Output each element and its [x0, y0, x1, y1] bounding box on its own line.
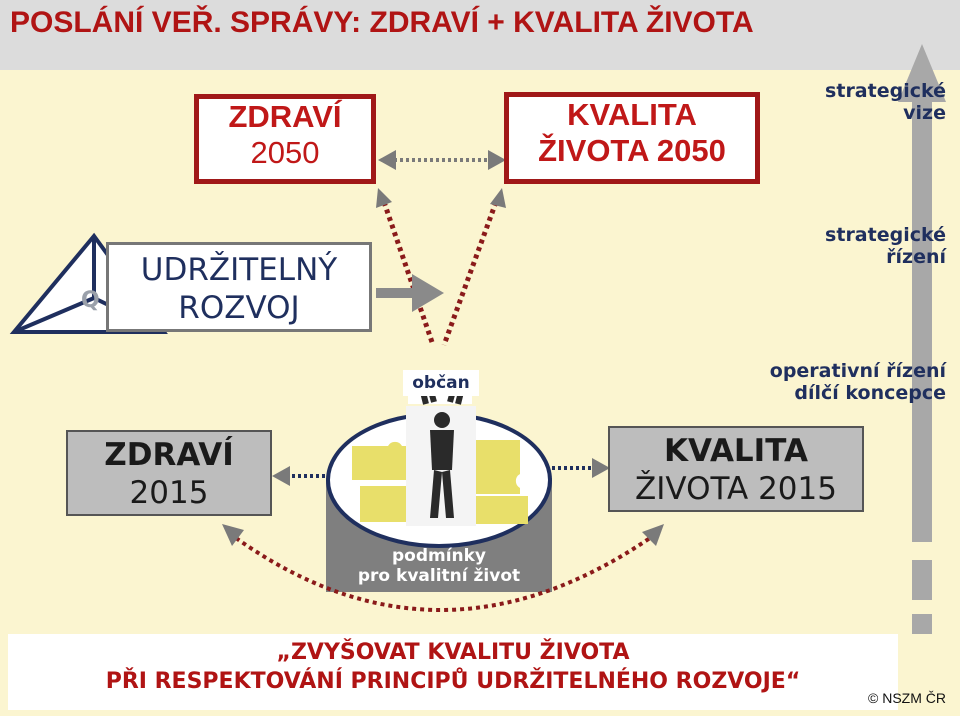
- citizen-figure: [406, 374, 476, 526]
- label-strategic-vision-line1: strategické: [825, 80, 946, 102]
- box-quality-2050-line2: ŽIVOTA 2050: [509, 133, 755, 169]
- label-strategic-management: strategické řízení: [760, 224, 946, 268]
- title-bar: [0, 0, 960, 70]
- box-health-2050-line1: ZDRAVÍ: [228, 99, 342, 134]
- label-strategic-vision: strategické vize: [760, 80, 946, 124]
- label-strategic-management-line1: strategické: [825, 224, 946, 246]
- label-operative: operativní řízení dílčí koncepce: [700, 360, 946, 404]
- label-operative-line1: operativní řízení: [769, 360, 946, 382]
- box-quality-2015-line1: KVALITA: [664, 433, 808, 469]
- conditions-line1: podmínky: [391, 546, 487, 566]
- feedback-curve: [222, 524, 664, 612]
- motto-line1: „ZVYŠOVAT KVALITU ŽIVOTA: [276, 640, 630, 665]
- citizen-link-lines: [376, 188, 506, 346]
- logo-letter: Q: [81, 288, 100, 313]
- box-quality-2015: KVALITA ŽIVOTA 2015: [608, 426, 864, 512]
- box-health-2015-line2: 2015: [129, 475, 209, 511]
- box-quality-2050-line1: KVALITA: [567, 97, 697, 132]
- motto-line2: PŘI RESPEKTOVÁNÍ PRINCIPŮ UDRŽITELNÉHO R…: [105, 669, 801, 694]
- box-health-2050: ZDRAVÍ 2050: [194, 94, 376, 184]
- label-strategic-vision-line2: vize: [903, 102, 946, 124]
- citizen-label: občan: [403, 370, 479, 396]
- label-strategic-management-line2: řízení: [886, 246, 946, 268]
- box-health-2015-line1: ZDRAVÍ: [104, 437, 234, 473]
- box-health-2015: ZDRAVÍ 2015: [66, 430, 272, 516]
- box-sustainable-line1: UDRŽITELNÝ: [140, 252, 338, 288]
- box-quality-2015-line2: ŽIVOTA 2015: [635, 471, 837, 507]
- box-quality-2050: KVALITA ŽIVOTA 2050: [504, 92, 760, 184]
- box-sustainable-development: UDRŽITELNÝ ROZVOJ: [106, 242, 372, 332]
- conditions-label: podmínky pro kvalitní život: [326, 546, 552, 586]
- sustainable-arrow: [376, 274, 444, 312]
- box-quality-2050-line2-text: ŽIVOTA 2050: [538, 133, 726, 168]
- link-arrow-2050: [378, 150, 506, 170]
- link-arrow-2015: [272, 458, 610, 486]
- slide-title: POSLÁNÍ VEŘ. SPRÁVY: ZDRAVÍ + KVALITA ŽI…: [10, 6, 754, 39]
- motto-box: „ZVYŠOVAT KVALITU ŽIVOTA PŘI RESPEKTOVÁN…: [8, 634, 898, 710]
- box-sustainable-line2: ROZVOJ: [178, 290, 300, 326]
- label-operative-line2: dílčí koncepce: [794, 382, 946, 404]
- conditions-line2: pro kvalitní život: [357, 566, 521, 586]
- vertical-scale-arrow: [898, 44, 946, 634]
- box-health-2050-line2: 2050: [250, 135, 320, 170]
- copyright-footer: © NSZM ČR: [868, 690, 946, 706]
